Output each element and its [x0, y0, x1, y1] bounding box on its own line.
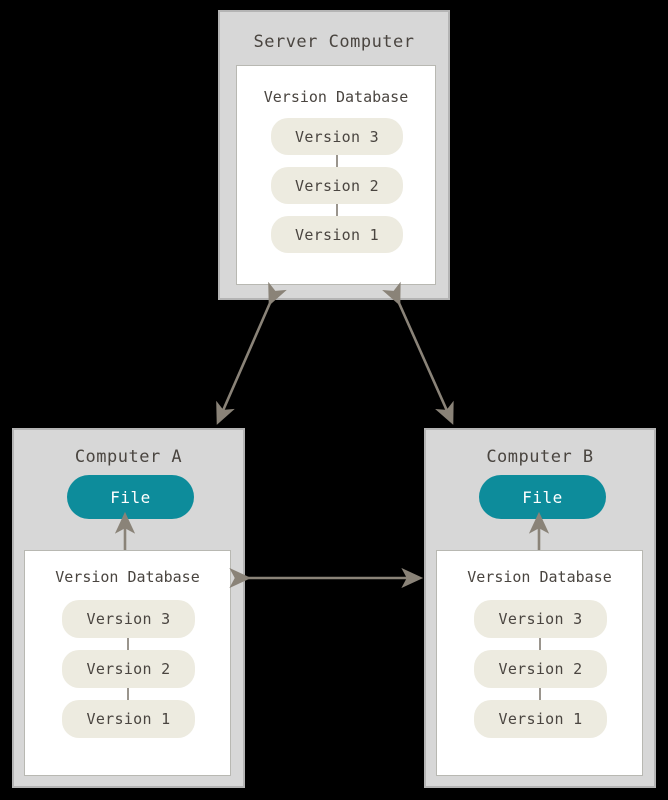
- computer-a-version-pill-1: Version 1: [62, 700, 195, 738]
- computer-b-version-database-title: Version Database: [467, 568, 612, 586]
- computer-a-title: Computer A: [74, 447, 183, 467]
- computer-b-version-connector-3-2: [539, 638, 541, 650]
- server-version-connector-3-2: [336, 155, 338, 167]
- server-version-pill-1: Version 1: [271, 216, 403, 253]
- edge-server-to-computer-b: [382, 281, 454, 425]
- server-version-connector-2-1: [336, 204, 338, 216]
- computer-a-box: Computer A File Version Database Version…: [12, 428, 245, 788]
- computer-a-file-pill: File: [67, 475, 194, 519]
- server-version-pill-3: Version 3: [271, 118, 403, 155]
- computer-b-version-pill-3: Version 3: [474, 600, 607, 638]
- computer-b-box: Computer B File Version Database Version…: [424, 428, 656, 788]
- server-computer-box: Server Computer Version Database Version…: [218, 10, 450, 300]
- server-computer-title: Server Computer: [253, 32, 415, 52]
- server-version-database-title: Version Database: [263, 88, 409, 106]
- computer-a-version-pill-3: Version 3: [62, 600, 195, 638]
- computer-b-version-pill-1: Version 1: [474, 700, 607, 738]
- server-version-database-box: Version Database Version 3 Version 2 Ver…: [236, 65, 436, 285]
- computer-a-version-database-title: Version Database: [55, 568, 200, 586]
- computer-b-title: Computer B: [486, 447, 594, 467]
- computer-b-version-pill-2: Version 2: [474, 650, 607, 688]
- computer-a-version-database-box: Version Database Version 3 Version 2 Ver…: [24, 550, 231, 776]
- computer-a-version-pill-2: Version 2: [62, 650, 195, 688]
- computer-a-version-connector-3-2: [127, 638, 129, 650]
- computer-a-version-connector-2-1: [127, 688, 129, 700]
- computer-b-version-database-box: Version Database Version 3 Version 2 Ver…: [436, 550, 643, 776]
- edge-server-to-computer-a: [216, 281, 287, 425]
- computer-b-version-connector-2-1: [539, 688, 541, 700]
- computer-b-file-pill: File: [479, 475, 606, 519]
- server-version-pill-2: Version 2: [271, 167, 403, 204]
